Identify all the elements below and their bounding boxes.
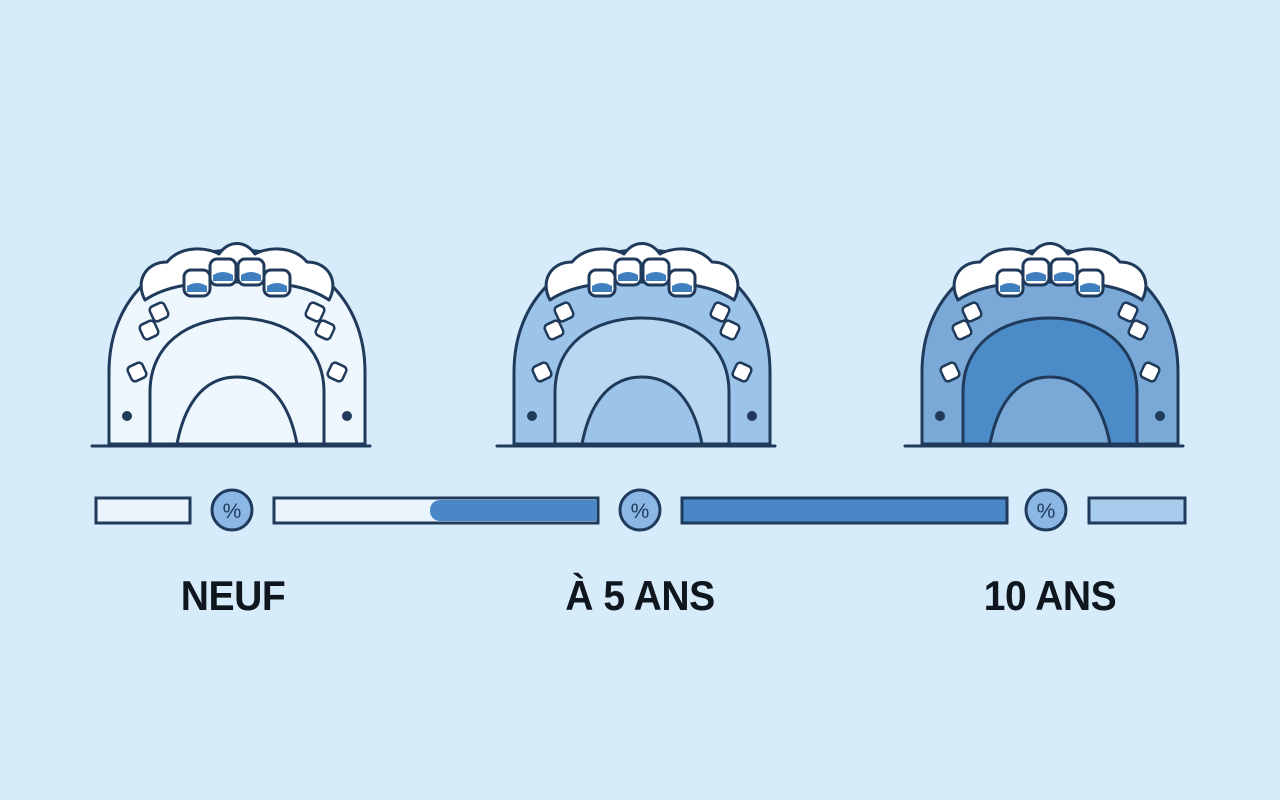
mouthguard-2 — [903, 242, 1185, 448]
percent-icon: % — [210, 488, 254, 532]
stage-label-5-years: À 5 ANS — [565, 572, 715, 619]
stage-label-10-years: 10 ANS — [983, 572, 1117, 619]
progress-segment-3 — [680, 496, 1009, 525]
svg-text:%: % — [223, 500, 242, 523]
stage-label-new: NEUF — [180, 572, 286, 619]
percent-icon: % — [618, 488, 662, 532]
svg-text:%: % — [631, 500, 650, 523]
percent-icon: % — [1024, 488, 1068, 532]
mouthguard-0 — [90, 242, 372, 448]
progress-segment-1 — [94, 496, 192, 525]
svg-text:%: % — [1037, 500, 1056, 523]
mouthguard-1 — [495, 242, 777, 448]
progress-segment-4 — [1087, 496, 1187, 525]
